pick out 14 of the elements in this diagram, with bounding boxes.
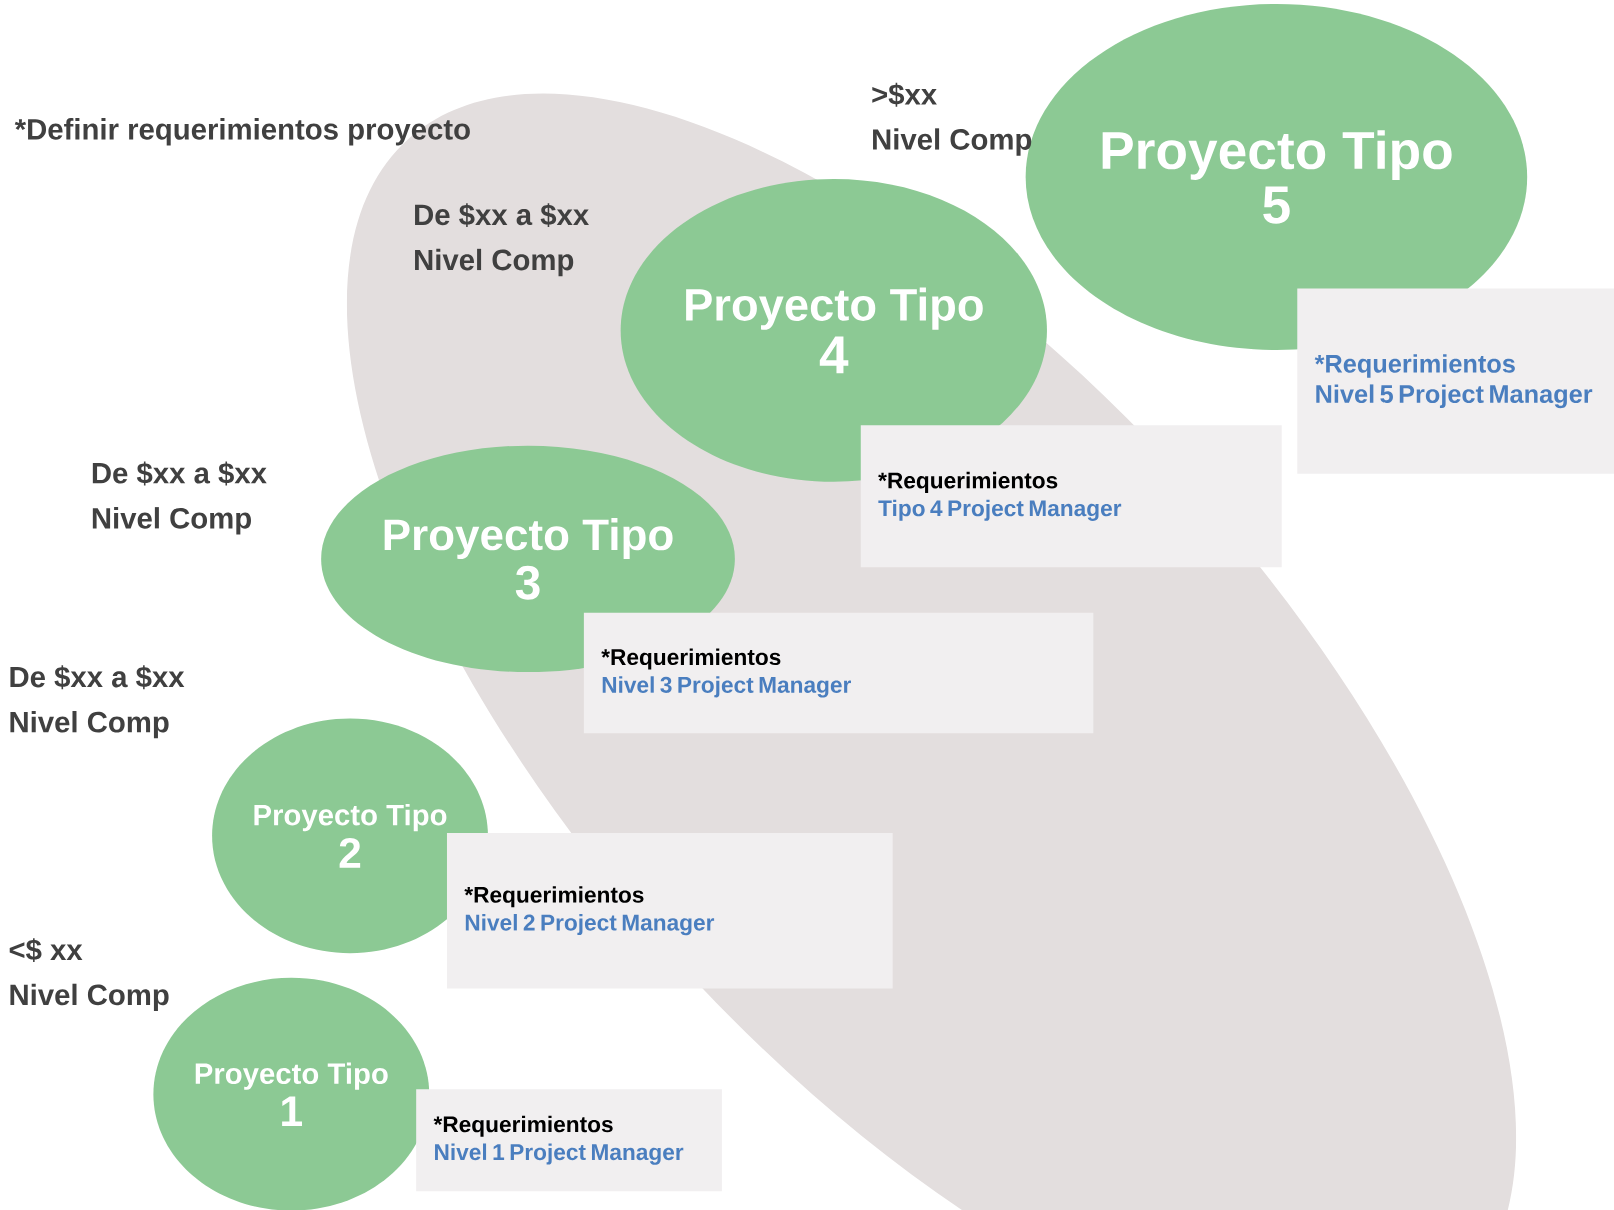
- label-text: Nivel Comp: [415, 248, 574, 277]
- label-text: De $xx a $xx: [10, 665, 185, 690]
- label-text: De $xx a $xx: [415, 203, 589, 228]
- label-text: >$xx: [872, 82, 937, 107]
- requirement-box: *Requerimientos Nivel 2 Project Manager: [447, 832, 893, 989]
- label-text: <$ xx: [9, 938, 83, 963]
- requirement-box: *Requerimientos Tipo 4 Project Manager: [860, 425, 1282, 568]
- requirement-box: *Requerimientos Nivel 1 Project Manager: [416, 1089, 722, 1192]
- label-text: De $xx a $xx: [92, 461, 267, 486]
- label-text: *Definir requerimientos proyecto: [14, 118, 470, 146]
- label-text: Nivel Comp: [92, 507, 251, 535]
- label-text: Nivel Comp: [10, 711, 169, 739]
- requirement-box: *Requerimientos Nivel 5 Project Manager: [1297, 288, 1614, 474]
- requirement-box: *Requerimientos Nivel 3 Project Manager: [583, 612, 1094, 734]
